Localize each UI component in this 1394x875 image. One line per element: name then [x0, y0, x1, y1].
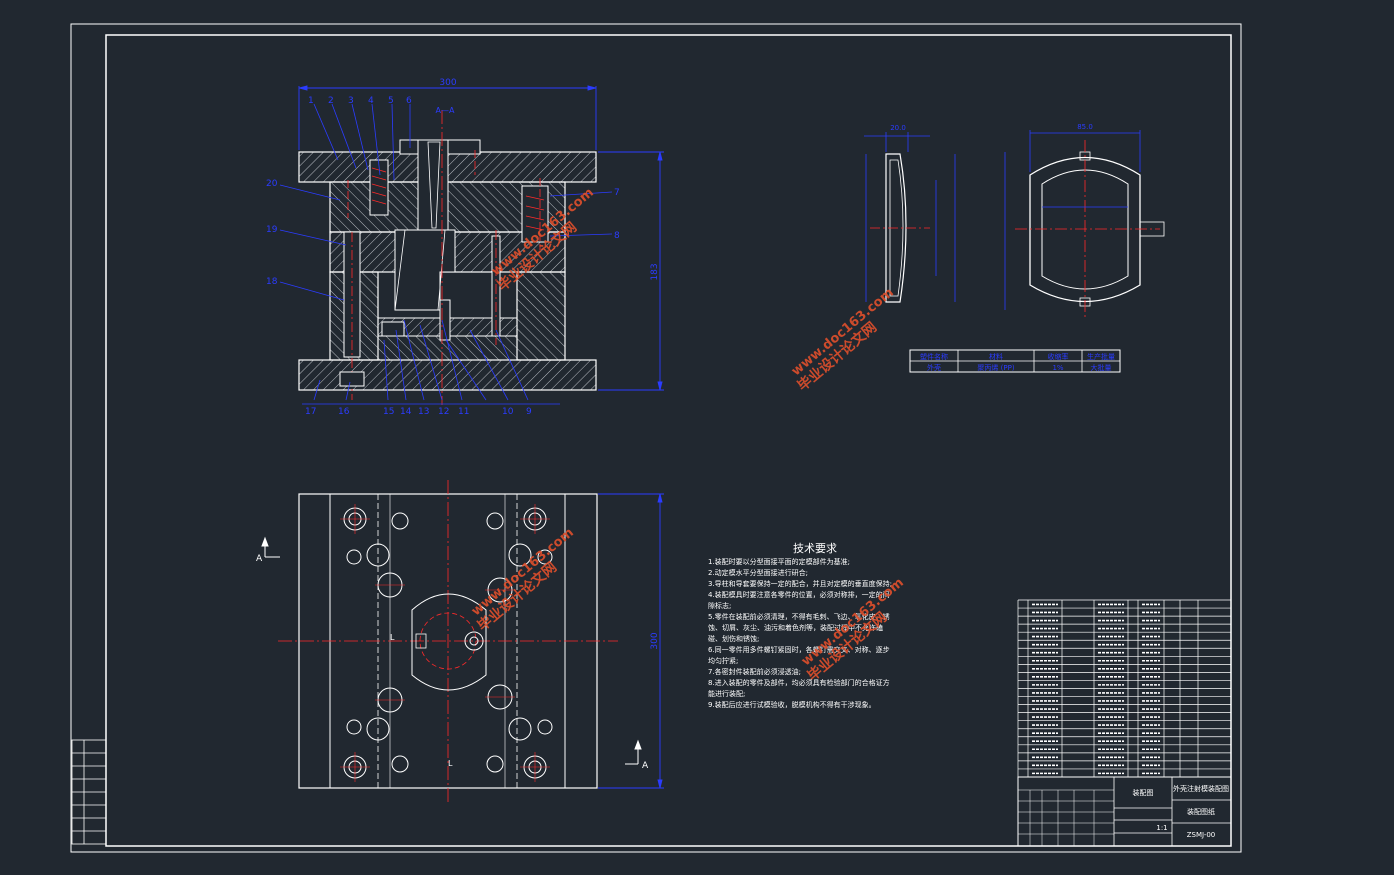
callout-20: 20	[266, 179, 278, 189]
title-scale: 1:1	[1156, 824, 1167, 832]
material-value-shrinkage: 1%	[1052, 364, 1063, 372]
callout-15: 15	[383, 407, 394, 417]
callout-7: 7	[614, 188, 620, 198]
bill-of-materials	[1017, 599, 1232, 778]
tech-req-line: 蚀、切屑、灰尘、油污和着色剂等，装配过程中不允许磕	[708, 623, 883, 632]
part-front-view[interactable]: 85.0	[1004, 123, 1165, 318]
width-dimension	[298, 85, 597, 150]
callout-18: 18	[266, 277, 278, 287]
watermark-url: www.doc163.com	[469, 525, 577, 619]
tech-req-line: 6.同一零件用多件螺钉紧固时，各螺钉需交叉、对称、逐步	[708, 645, 890, 654]
callout-10: 10	[502, 407, 514, 417]
return-pin-head	[339, 371, 365, 387]
section-arrow-right	[625, 739, 642, 765]
callout-labels-top: 1 2 3 4 5 6	[308, 96, 412, 106]
callout-16: 16	[338, 407, 350, 417]
stop-pin	[381, 321, 405, 337]
callout-6: 6	[406, 96, 412, 106]
callout-11: 11	[458, 407, 469, 417]
material-value-material: 聚丙烯 (PP)	[977, 363, 1014, 372]
technical-requirements: 技术要求 1.装配时要以分型面接平面的定模部件为基准; 2.动定模水平分型面接进…	[708, 542, 892, 709]
tech-req-line: 7.各密封件装配前必须浸透油;	[708, 667, 801, 676]
callout-5: 5	[388, 96, 394, 106]
tech-req-line: 9.装配后应进行试模验收，脱模机构不得有干涉现象。	[708, 700, 876, 709]
watermark-url: www.doc163.com	[789, 285, 897, 379]
callout-19: 19	[266, 225, 278, 235]
callout-3: 3	[348, 96, 354, 106]
plan-gate-mark-2: L	[448, 759, 453, 768]
material-header-batch: 生产批量	[1087, 352, 1115, 361]
title-drawing-name: 装配图	[1133, 788, 1154, 797]
height-dimension	[598, 151, 664, 391]
callout-1: 1	[308, 96, 314, 106]
callout-4: 4	[368, 96, 374, 106]
tech-req-line: 能进行装配;	[708, 689, 745, 698]
plan-gate-mark-1: L	[390, 633, 395, 642]
side-view-width-dim: 20.0	[890, 124, 906, 132]
tech-req-line: 2.动定模水平分型面接进行研合;	[708, 568, 808, 577]
tech-req-line: 碰、划伤和锈蚀;	[708, 634, 759, 643]
section-marker: A—A	[436, 106, 455, 115]
tech-req-line: 3.导柱和导套要保持一定的配合，并且对定模的垂直度保持;	[708, 579, 892, 588]
watermark-url: www.doc163.com	[799, 575, 907, 669]
callout-labels-right: 7 8	[614, 188, 620, 241]
tech-req-line: 均匀拧紧;	[708, 656, 738, 665]
outer-border	[70, 23, 1242, 853]
section-arrow-left	[261, 536, 280, 558]
assembly-section-view[interactable]: 300 183 A—A	[266, 78, 664, 417]
spacer-block-right	[516, 271, 566, 361]
plan-cavity-outline	[411, 593, 487, 691]
title-school: 装配图纸	[1187, 807, 1215, 816]
material-header-material: 材料	[989, 352, 1003, 361]
tech-req-line: 8.进入装配的零件及部件，均必须具有检验部门的合格证方	[708, 678, 890, 687]
binding-margin-table	[71, 739, 107, 845]
material-value-batch: 大批量	[1091, 363, 1112, 372]
inner-border	[105, 34, 1232, 847]
callout-12: 12	[438, 407, 449, 417]
tech-req-title: 技术要求	[793, 542, 837, 555]
title-block: 装配图 外壳注射模装配图 装配图纸 ZSMJ-00 1:1	[1017, 776, 1232, 847]
part-inner-contour	[1041, 169, 1129, 290]
material-header-shrinkage: 收缩率	[1048, 352, 1069, 361]
callout-labels-bottom: 17 16 15 14 13 12 11 10 9	[305, 407, 532, 417]
push-rod	[439, 299, 451, 341]
material-value-name: 外壳	[927, 363, 941, 372]
return-spring	[369, 159, 389, 216]
callout-14: 14	[400, 407, 412, 417]
tech-req-line: 隙标志;	[708, 601, 731, 610]
sprue-channel	[427, 141, 441, 229]
material-header-name: 塑件名称	[920, 352, 948, 361]
callout-labels-left: 20 19 18	[266, 179, 278, 287]
sprue-bushing	[417, 139, 449, 231]
part-outer-contour	[1029, 156, 1141, 303]
sheet-frame	[70, 23, 1242, 853]
tech-req-line: 5.零件在装配前必须清理，不得有毛刺、飞边、氧化皮、锈	[708, 612, 890, 621]
tech-req-line: 1.装配时要以分型面接平面的定模部件为基准;	[708, 557, 850, 566]
title-assembly-name: 外壳注射模装配图	[1173, 784, 1229, 793]
section-label-right: A	[642, 761, 649, 771]
molded-core	[394, 229, 456, 311]
callout-17: 17	[305, 407, 316, 417]
tech-req-line: 4.装配模具时要注意各零件的位置，必须对称排，一定的间	[708, 590, 890, 599]
callout-8: 8	[614, 231, 620, 241]
title-drawing-no: ZSMJ-00	[1187, 831, 1216, 839]
plan-height-dim-label: 300	[650, 632, 660, 649]
plan-view[interactable]: L L A A 300	[256, 480, 664, 805]
socket-screw-right	[521, 185, 549, 243]
part-side-view[interactable]: 20.0	[864, 124, 956, 303]
callout-13: 13	[418, 407, 429, 417]
material-table: 塑件名称 材料 收缩率 生产批量 外壳 聚丙烯 (PP) 1% 大批量	[909, 349, 1121, 373]
plan-cavity-circle	[419, 612, 477, 670]
callout-2: 2	[328, 96, 334, 106]
watermarks: 毕业设计论文网 www.doc163.com 毕业设计论文网 www.doc16…	[469, 185, 907, 684]
callout-9: 9	[526, 407, 532, 417]
width-dimension-label: 300	[439, 78, 456, 88]
callout-leaders	[279, 103, 613, 401]
height-dimension-label: 183	[650, 263, 660, 280]
front-view-width-dim: 85.0	[1077, 123, 1093, 131]
section-label-left: A	[256, 554, 263, 564]
